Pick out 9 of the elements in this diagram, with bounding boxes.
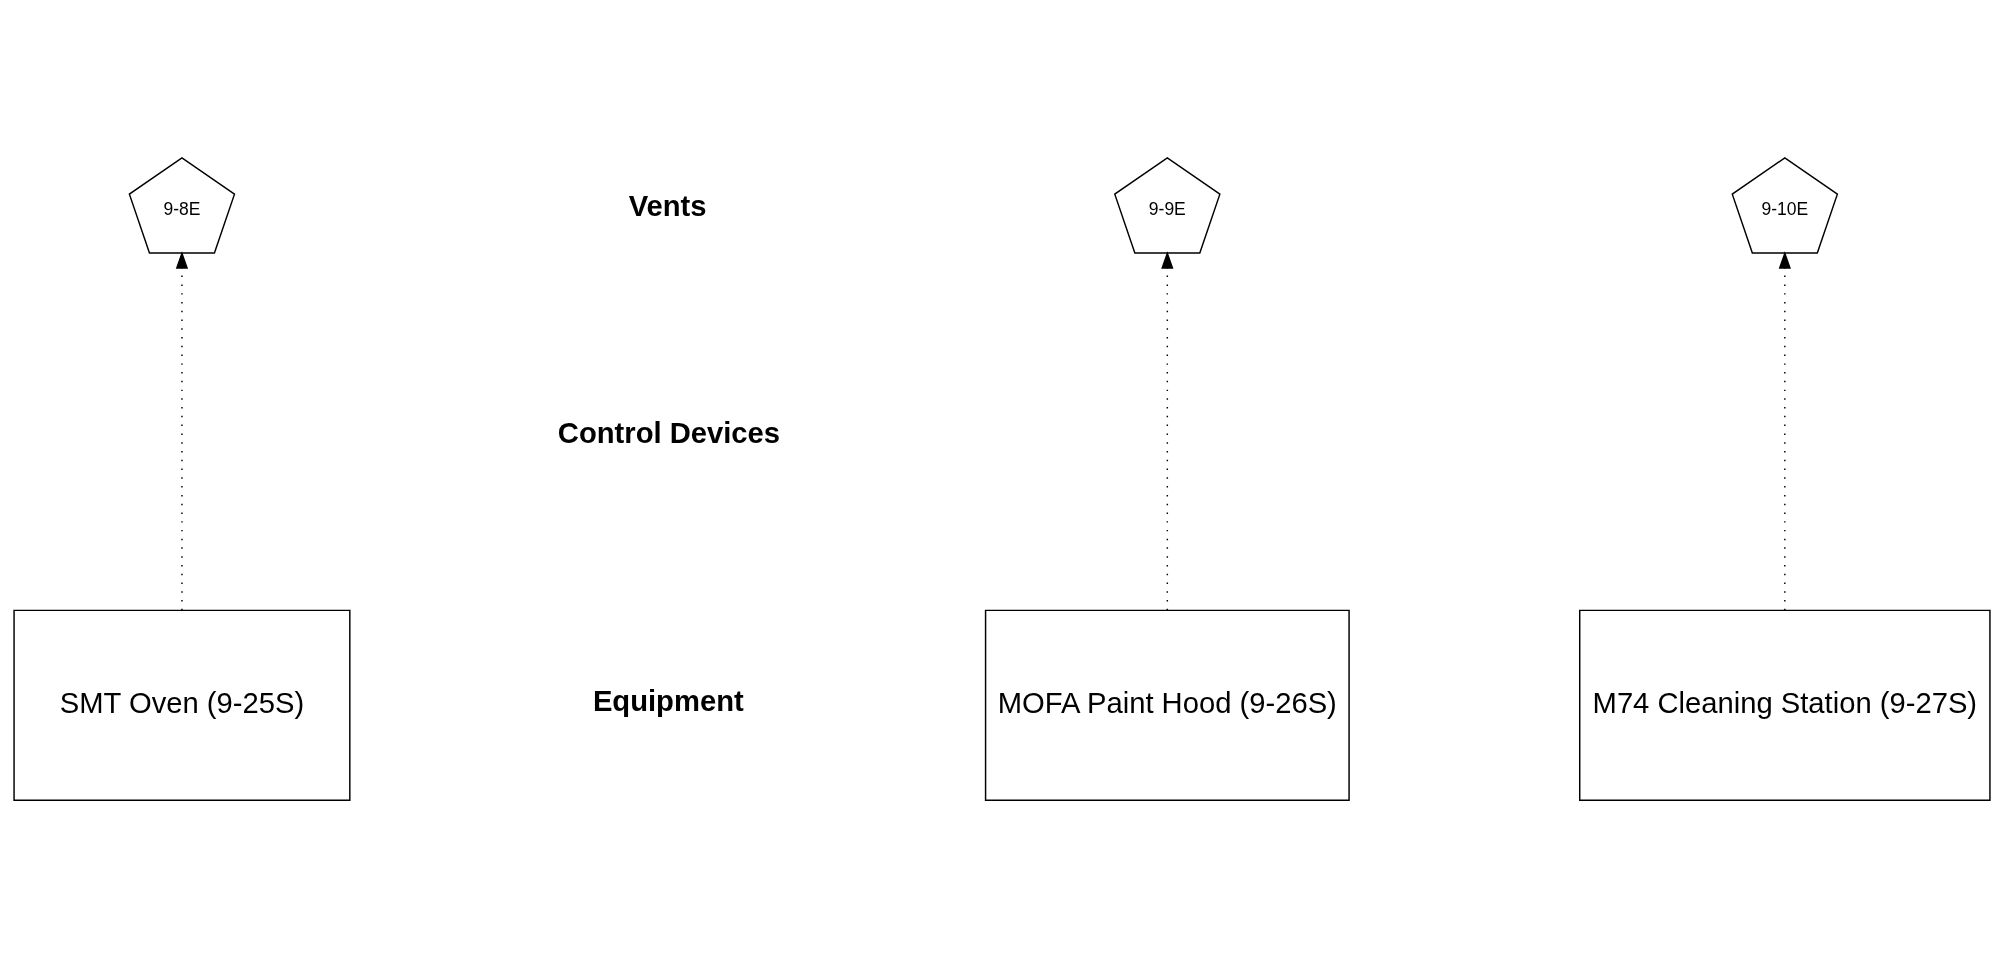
- label: Control Devices: [557, 416, 781, 448]
- node-box: MOFA Paint Hood (9-26S): [984, 609, 1350, 801]
- label: Equipment: [592, 684, 744, 717]
- arrow: [175, 250, 189, 611]
- label: Vents: [628, 189, 707, 222]
- node-box: M74 Cleaning Station (9-27S): [1579, 609, 1991, 801]
- arrow: [1161, 250, 1174, 611]
- arrow: [1778, 250, 1791, 611]
- node-box: SMT Oven (9-25S): [13, 609, 351, 801]
